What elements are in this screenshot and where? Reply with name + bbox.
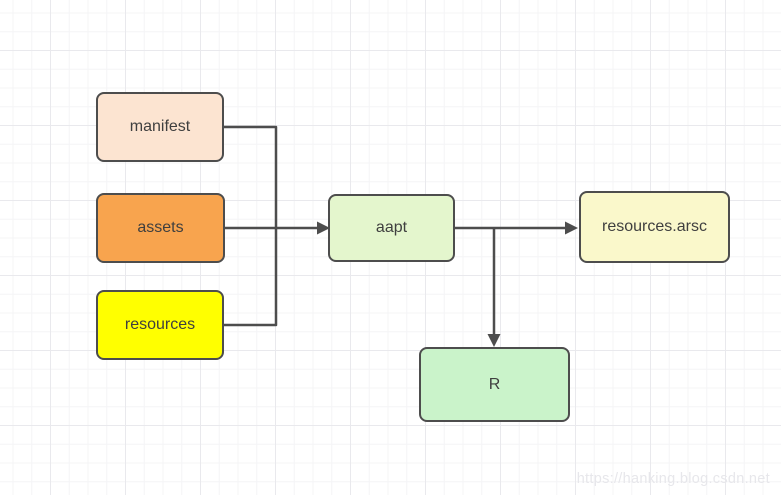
edge-manifest-resources-collector bbox=[224, 125, 278, 327]
node-r-label: R bbox=[488, 375, 501, 393]
node-aapt-label: aapt bbox=[375, 219, 408, 236]
node-resources: resources bbox=[96, 290, 224, 360]
watermark: https://hanking.blog.csdn.net bbox=[576, 471, 770, 487]
node-assets-label: assets bbox=[137, 219, 184, 236]
node-resources-arsc: resources.arsc bbox=[579, 191, 730, 263]
arrowhead-into-resources-arsc-icon bbox=[565, 221, 578, 235]
node-manifest-label: manifest bbox=[129, 118, 191, 135]
arrowhead-into-r-icon bbox=[487, 334, 501, 347]
node-aapt: aapt bbox=[328, 194, 455, 262]
node-manifest: manifest bbox=[96, 92, 224, 162]
node-resources-arsc-label: resources.arsc bbox=[602, 218, 707, 235]
node-assets: assets bbox=[96, 193, 225, 263]
node-resources-label: resources bbox=[124, 316, 196, 333]
node-r: R bbox=[419, 347, 570, 422]
